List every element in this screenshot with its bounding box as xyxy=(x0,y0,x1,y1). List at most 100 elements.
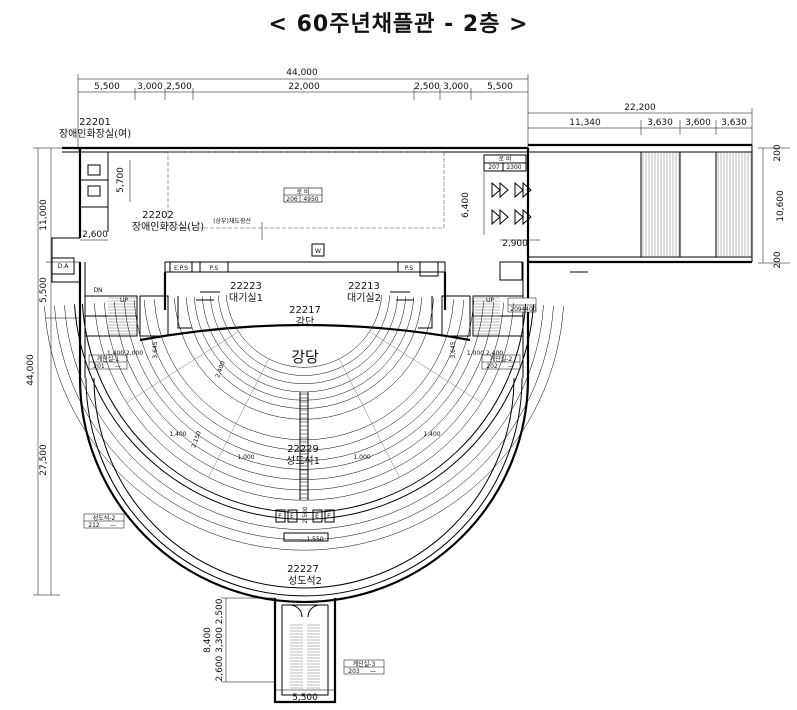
dim-top-seg-4: 22,000 xyxy=(288,82,320,92)
dim-lobby-2900: 2,900 xyxy=(502,239,528,249)
room-22227-name: 성도석2 xyxy=(288,575,322,587)
e-box-2: E xyxy=(290,513,294,520)
dim-top-seg-7: 5,500 xyxy=(487,82,513,92)
seat2-tag-name: 성도석-2 xyxy=(93,514,116,522)
room-22229-number: 22229 xyxy=(287,444,319,455)
stair3-number: 203 xyxy=(348,668,360,675)
w-label: W xyxy=(315,248,321,255)
dim-top-total: 44,000 xyxy=(286,68,318,78)
top-dimension-lines xyxy=(77,74,529,150)
ps-label-left: P.S xyxy=(210,265,219,272)
room-22217-number: 22217 xyxy=(289,305,321,316)
seat-row-arc xyxy=(154,299,454,441)
stair3-dash: — xyxy=(370,668,376,675)
ps-label-right: P.S xyxy=(405,265,414,272)
seat-row-arc xyxy=(94,303,514,501)
stage-walls xyxy=(163,261,447,329)
void-tag-number: 206 xyxy=(286,196,298,203)
left-stair-treads xyxy=(108,297,136,335)
seat2-tag-number: 212 xyxy=(88,522,100,529)
seat-row-arc xyxy=(201,296,407,393)
room-22213-number: 22213 xyxy=(348,281,380,292)
dim-seat-2500: 2,500 xyxy=(302,506,309,523)
seat-row-arc xyxy=(134,300,474,461)
dim-top-seg-2: 3,000 xyxy=(137,82,163,92)
right-dimension-lines xyxy=(528,108,790,264)
right-stair-up: UP xyxy=(486,297,494,304)
building-shell xyxy=(51,146,530,704)
room-209-number: 209 xyxy=(510,306,522,313)
bottom-stair-treads xyxy=(290,624,320,689)
dim-seat-1000-right: 1,000 xyxy=(353,454,370,461)
dim-left-27500: 27,500 xyxy=(39,444,49,476)
dim-right-total: 22,200 xyxy=(624,103,656,113)
w-box xyxy=(311,243,325,257)
dim-right-10600: 10,600 xyxy=(776,190,786,222)
dim-seat-1550: 1,550 xyxy=(306,536,323,543)
dim-bottom-8400: 8,400 xyxy=(203,627,213,653)
seat-row-arc xyxy=(124,301,484,470)
room-22202-number: 22202 xyxy=(142,210,174,221)
right-bridge xyxy=(528,143,753,273)
dim-left-5500: 5,500 xyxy=(39,277,49,303)
e-box-4: E xyxy=(327,513,331,520)
stair1-name: 계단실-1 xyxy=(97,355,120,363)
seat2-tag-dash: — xyxy=(110,522,116,529)
dim-seat-2150: 2,150 xyxy=(190,430,203,449)
void-tag-name: 로 비 xyxy=(297,188,310,196)
radial-aisle xyxy=(126,331,239,403)
da-label: D.A xyxy=(58,263,70,270)
dim-top-seg-6: 3,000 xyxy=(443,82,469,92)
dim-seat-1400-left: 1,400 xyxy=(169,431,186,438)
radial-aisle xyxy=(208,359,269,478)
dim-bottom-5500: 5,500 xyxy=(292,693,318,703)
dim-seat-1000-left: 1,000 xyxy=(237,454,254,461)
balcony-row-arc xyxy=(44,306,564,551)
balcony-row-arc xyxy=(54,305,554,541)
bottom-dimension-lines xyxy=(221,597,335,691)
lobby-doors xyxy=(483,154,540,281)
radial-aisle xyxy=(339,359,400,478)
balcony-rail-arc xyxy=(74,304,534,520)
room-22223-number: 22223 xyxy=(230,281,262,292)
room-22227-number: 22227 xyxy=(287,564,319,575)
dim-top-seg-3: 2,500 xyxy=(166,82,192,92)
room-22202-name: 장애인화장실(남) xyxy=(132,221,204,233)
dim-right-200-top: 200 xyxy=(773,144,783,161)
dim-right-seg-4: 3,630 xyxy=(721,118,747,128)
dim-restroom-5700: 5,700 xyxy=(116,167,126,193)
radial-aisle xyxy=(369,331,482,403)
stair2-dash: — xyxy=(508,363,514,370)
left-stair-dn: DN xyxy=(93,287,102,294)
eps-label: E.P.S xyxy=(174,265,188,272)
upper-void-note: (상부)채도광선 xyxy=(213,217,251,225)
right-bridge-stair-treads xyxy=(642,152,752,257)
balcony-row-arc xyxy=(64,305,544,530)
room-22213-name: 대기실2 xyxy=(347,292,381,304)
dim-left-total: 44,000 xyxy=(26,354,36,386)
restrooms xyxy=(79,151,131,241)
room-22229-name: 성도석1 xyxy=(286,455,320,467)
dim-left-11000: 11,000 xyxy=(39,199,49,231)
dim-bottom-stack: 2,600 3,300 2,500 xyxy=(215,598,225,681)
elevator-boxes xyxy=(275,509,335,542)
stair2-name: 계단실-2 xyxy=(490,355,513,363)
lobby-tag-name: 로 비 xyxy=(499,155,512,163)
room-22201-number: 22201 xyxy=(79,117,111,128)
upper-void xyxy=(167,151,445,229)
da-box xyxy=(51,257,75,275)
lobby-tag-value: 2300 xyxy=(506,164,521,171)
room-22223-name: 대기실1 xyxy=(229,292,263,304)
room-209-value: 4400 xyxy=(521,306,536,313)
dim-stage-right: 1,000 2,400 xyxy=(467,350,503,357)
dim-top-seg-1: 5,500 xyxy=(94,82,120,92)
e-box-1: E xyxy=(278,513,282,520)
page-title: < 60주년채플관 - 2층 > xyxy=(268,12,529,37)
dim-aisle-b: 3,645 xyxy=(450,341,457,358)
stair1-number: 201 xyxy=(93,363,105,370)
bottom-doors xyxy=(289,604,321,618)
seat-row-arc xyxy=(217,295,391,376)
e-box-3: E xyxy=(315,513,319,520)
dim-right-seg-3: 3,600 xyxy=(685,118,711,128)
